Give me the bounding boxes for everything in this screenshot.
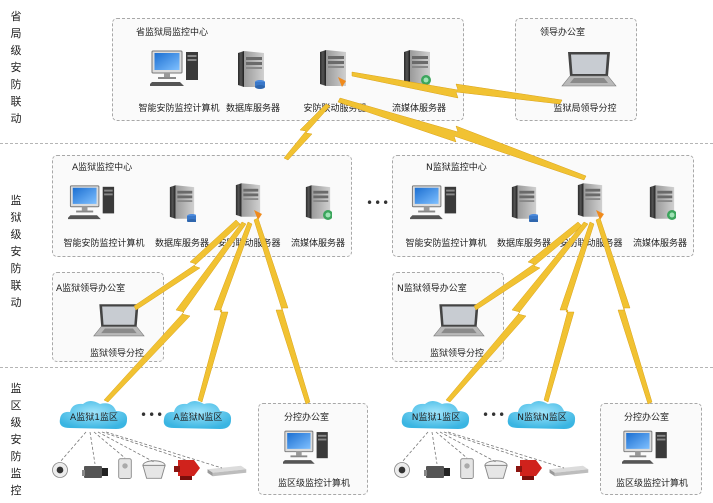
province-computer-label: 智能安防监控计算机 (138, 104, 220, 114)
more-areas-ellipsis: ••• (482, 408, 507, 422)
n-computer-label: 智能安防监控计算机 (405, 239, 487, 249)
dome-camera-icon (50, 460, 70, 480)
a-linkage-label: 安防联动服务器 (217, 239, 281, 249)
cloud-icon (507, 401, 576, 429)
box-camera-icon (80, 462, 110, 482)
tier-label-province: 省局级安防联动 (10, 10, 22, 125)
monitor-computer-icon (150, 48, 210, 88)
cloud-icon (401, 401, 470, 429)
province-stream-label: 流媒体服务器 (391, 104, 446, 114)
dome-camera-icon (392, 460, 412, 480)
cloud-icon (163, 401, 232, 429)
n-leader-laptop-label: 监狱领导分控 (429, 349, 484, 359)
tier-label-prison: 监狱级安防联动 (10, 194, 22, 309)
monitor-computer-icon (622, 428, 678, 466)
n-sub-office-computer-label: 监区级监控计算机 (615, 479, 688, 489)
province-linkage-label: 安防联动服务器 (303, 104, 367, 114)
n-db-label: 数据库服务器 (496, 239, 551, 249)
more-prisons-ellipsis: ••• (366, 196, 391, 210)
a-sub-office-title: 分控办公室 (284, 413, 330, 423)
leader-office-title: 领导办公室 (540, 28, 586, 38)
monitor-computer-icon (410, 183, 468, 221)
a-center-title: A监狱监控中心 (72, 163, 133, 173)
a-db-label: 数据库服务器 (154, 239, 209, 249)
linkage-server-icon (234, 180, 262, 220)
linkage-server-icon (318, 47, 346, 87)
alarm-siren-icon (514, 456, 544, 482)
a-area1-label: A监狱1监区 (70, 413, 118, 423)
tier-separator (0, 143, 713, 144)
database-server-icon (510, 182, 538, 222)
a-stream-label: 流媒体服务器 (290, 239, 345, 249)
n-area1-label: N监狱1监区 (411, 413, 461, 423)
smoke-detector-icon (140, 458, 168, 482)
province-db-label: 数据库服务器 (225, 104, 280, 114)
a-leader-office-title: A监狱领导办公室 (56, 284, 126, 294)
a-leader-laptop-label: 监狱领导分控 (89, 349, 144, 359)
n-areaN-label: N监狱N监区 (517, 413, 567, 423)
streaming-server-icon (402, 47, 431, 89)
n-stream-label: 流媒体服务器 (632, 239, 687, 249)
monitor-computer-icon (283, 428, 339, 466)
laptop-icon (558, 50, 618, 90)
more-areas-ellipsis: ••• (140, 408, 165, 422)
laptop-icon (90, 302, 146, 340)
database-server-icon (236, 48, 265, 89)
leader-laptop-label: 监狱局领导分控 (553, 104, 617, 114)
streaming-server-icon (648, 182, 676, 220)
sensor-icon (458, 456, 476, 483)
a-computer-label: 智能安防监控计算机 (63, 239, 145, 249)
dvr-device-icon (204, 462, 248, 480)
streaming-server-icon (304, 182, 332, 220)
a-sub-office-computer-label: 监区级监控计算机 (277, 479, 350, 489)
province-center-title: 省监狱局监控中心 (136, 28, 209, 38)
alarm-siren-icon (172, 456, 202, 482)
n-leader-office-title: N监狱领导办公室 (397, 284, 467, 294)
box-camera-icon (422, 462, 452, 482)
monitor-computer-icon (68, 183, 126, 221)
laptop-icon (430, 302, 486, 340)
n-center-title: N监狱监控中心 (426, 163, 487, 173)
n-sub-office-title: 分控办公室 (624, 413, 670, 423)
database-server-icon (168, 182, 196, 222)
n-linkage-label: 安防联动服务器 (559, 239, 623, 249)
sensor-icon (116, 456, 134, 483)
smoke-detector-icon (482, 458, 510, 482)
a-areaN-label: A监狱N监区 (173, 413, 223, 423)
linkage-server-icon (576, 180, 604, 220)
tier-separator (0, 367, 713, 368)
dvr-device-icon (546, 462, 590, 480)
cloud-icon (59, 401, 128, 429)
tier-label-area: 监区级安防监控 (10, 382, 22, 497)
